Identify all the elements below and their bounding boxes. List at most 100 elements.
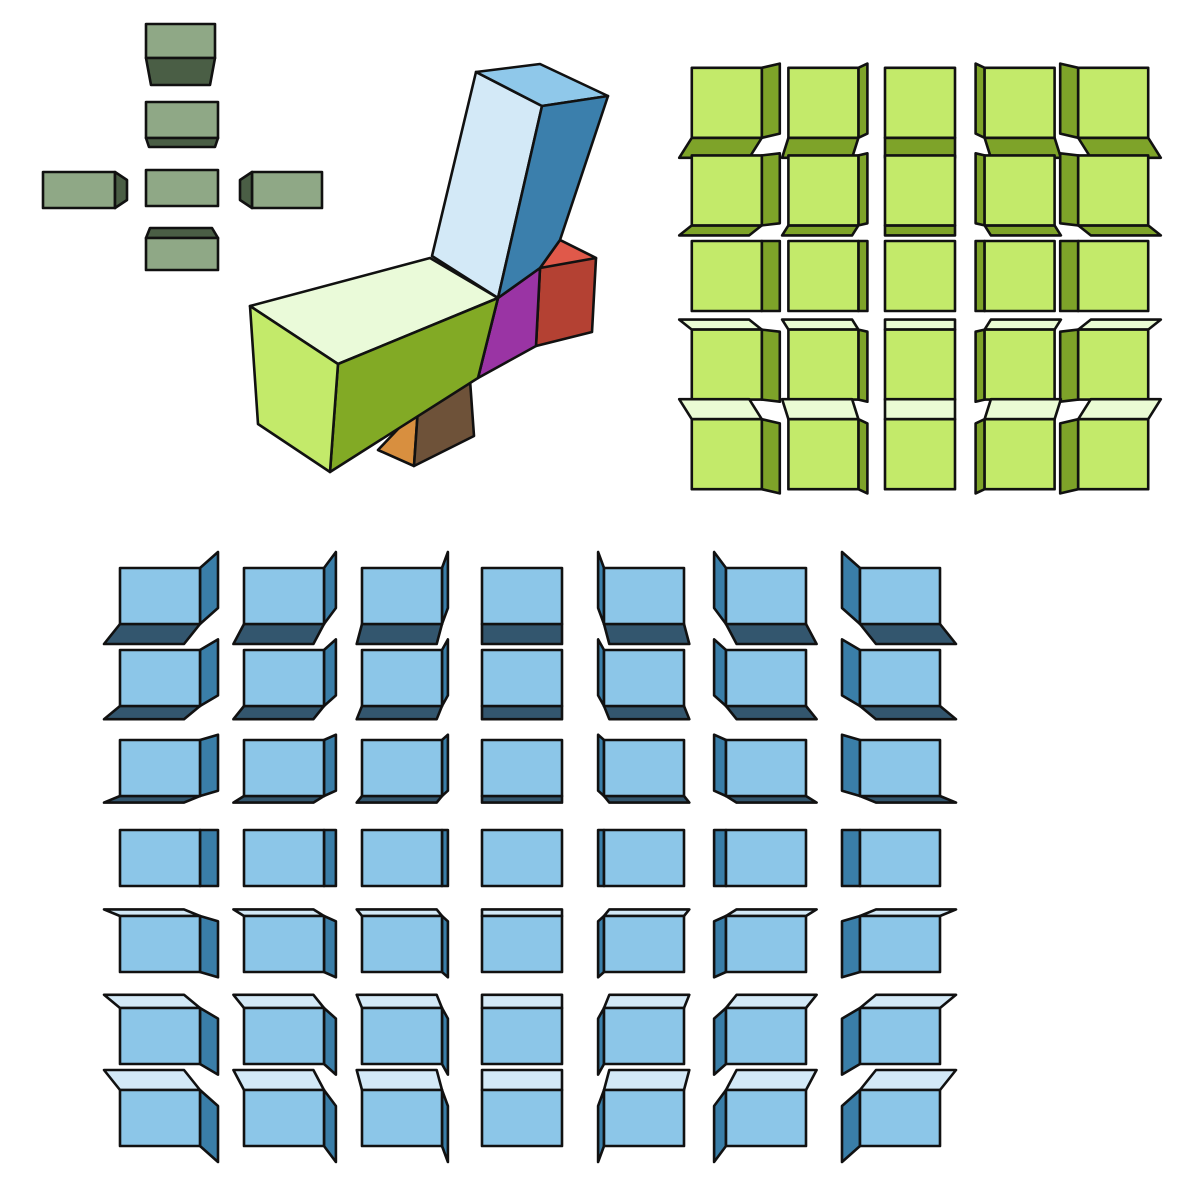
- cube-front-face: [787, 417, 860, 491]
- green-cube-r3-c3: [883, 239, 957, 313]
- cube-top-face: [677, 397, 764, 421]
- blue-box-r5-c4: [480, 908, 564, 974]
- slab-front-face: [248, 304, 340, 474]
- cube-front-face: [1076, 66, 1150, 140]
- cube-side-face: [974, 328, 986, 404]
- blue-box-r6-c4: [480, 993, 564, 1066]
- box-front-face: [480, 1088, 564, 1148]
- green-cube-r4-c5: [1058, 318, 1163, 404]
- box-top-face: [480, 1068, 564, 1092]
- cube-top-face: [883, 318, 957, 331]
- blue-box-r6-c2: [232, 993, 338, 1076]
- blue-box-r2-c7: [840, 638, 958, 721]
- box-front-face: [360, 566, 444, 626]
- cube-front-face: [1076, 417, 1150, 491]
- box-front-face: [144, 168, 220, 208]
- box-front-face: [118, 648, 202, 708]
- box-bottom-face: [858, 704, 958, 721]
- cube-side-face: [760, 62, 782, 140]
- blue-box-r6-c7: [840, 993, 958, 1076]
- cube-front-face: [983, 328, 1056, 401]
- box-side-face: [198, 1088, 220, 1164]
- blue-box-r3-c5: [596, 733, 691, 804]
- box-front-face: [602, 828, 686, 888]
- cube-side-face: [974, 417, 986, 495]
- blue-box-r2-c4: [480, 648, 564, 721]
- blue-box-r3-c2: [232, 733, 338, 804]
- cube-side-face: [1058, 417, 1080, 495]
- box-side-face: [322, 914, 338, 979]
- box-front-face: [602, 914, 686, 974]
- box-side-face: [322, 1088, 338, 1164]
- cube-bottom-face: [677, 224, 764, 237]
- blue-box-r4-c1: [118, 828, 220, 888]
- box-front-face: [724, 738, 808, 798]
- cube-front-face: [690, 328, 764, 401]
- box-top-face: [602, 1068, 691, 1092]
- cube-top-face: [1076, 318, 1163, 331]
- box-front-face: [41, 170, 117, 210]
- cube-side-face: [760, 417, 782, 495]
- box-bottom-face: [602, 704, 691, 721]
- blue-box-r7-c3: [355, 1068, 450, 1164]
- composite-block-diagram: [248, 62, 610, 474]
- gray-box-top: [144, 22, 217, 87]
- box-front-face: [858, 566, 942, 626]
- box-bottom-face: [480, 622, 564, 646]
- box-side-face: [198, 733, 220, 798]
- cube-front-face: [883, 417, 957, 491]
- box-front-face: [602, 1006, 686, 1066]
- box-front-face: [118, 738, 202, 798]
- cube-side-face: [760, 328, 782, 404]
- box-front-face: [480, 648, 564, 708]
- cube-top-face: [983, 318, 1063, 331]
- blue-box-r1-c7: [840, 550, 958, 646]
- gray-box-left: [41, 170, 129, 210]
- cube-front-face: [883, 154, 957, 227]
- cube-side-face: [1058, 152, 1080, 227]
- box-front-face: [360, 914, 444, 974]
- box-side-face: [712, 733, 728, 798]
- cube-front-face: [690, 154, 764, 227]
- box-front-face: [480, 828, 564, 888]
- blue-box-r1-c4: [480, 566, 564, 646]
- cube-front-face: [883, 328, 957, 401]
- blue-box-r1-c6: [712, 550, 818, 646]
- box-side-face: [840, 828, 862, 888]
- box-side-face: [712, 914, 728, 979]
- box-front-face: [602, 1088, 686, 1148]
- blue-box-r3-c1: [102, 733, 220, 804]
- box-front-face: [242, 914, 326, 974]
- cube-top-face: [780, 397, 860, 421]
- box-top-face: [602, 993, 691, 1010]
- blue-boxes-grid: [102, 550, 958, 1164]
- box-front-face: [724, 566, 808, 626]
- blue-box-r4-c5: [596, 828, 686, 888]
- box-bottom-face: [724, 704, 818, 721]
- cube-top-face: [883, 397, 957, 421]
- box-side-face: [840, 914, 862, 979]
- cube-side-face: [857, 152, 869, 227]
- green-cube-r1-c1: [677, 62, 782, 160]
- cube-front-face: [1076, 154, 1150, 227]
- cube-front-face: [883, 66, 957, 140]
- cube-front-face: [983, 154, 1056, 227]
- box-front-face: [118, 828, 202, 888]
- green-cube-r2-c1: [677, 152, 782, 237]
- box-front-face: [144, 236, 220, 272]
- green-cube-r3-c2: [787, 239, 869, 313]
- cube-bottom-face: [1076, 224, 1163, 237]
- cube-front-face: [690, 66, 764, 140]
- box-front-face: [242, 1006, 326, 1066]
- blue-box-r2-c1: [102, 638, 220, 721]
- box-side-face: [322, 638, 338, 708]
- cube-front-face: [690, 417, 764, 491]
- box-front-face: [360, 648, 444, 708]
- cube-side-face: [857, 239, 869, 313]
- blue-box-r1-c2: [232, 550, 338, 646]
- green-cube-r4-c3: [883, 318, 957, 401]
- box-bottom-face: [144, 136, 220, 149]
- box-bottom-face: [232, 622, 326, 646]
- box-side-face: [840, 1088, 862, 1164]
